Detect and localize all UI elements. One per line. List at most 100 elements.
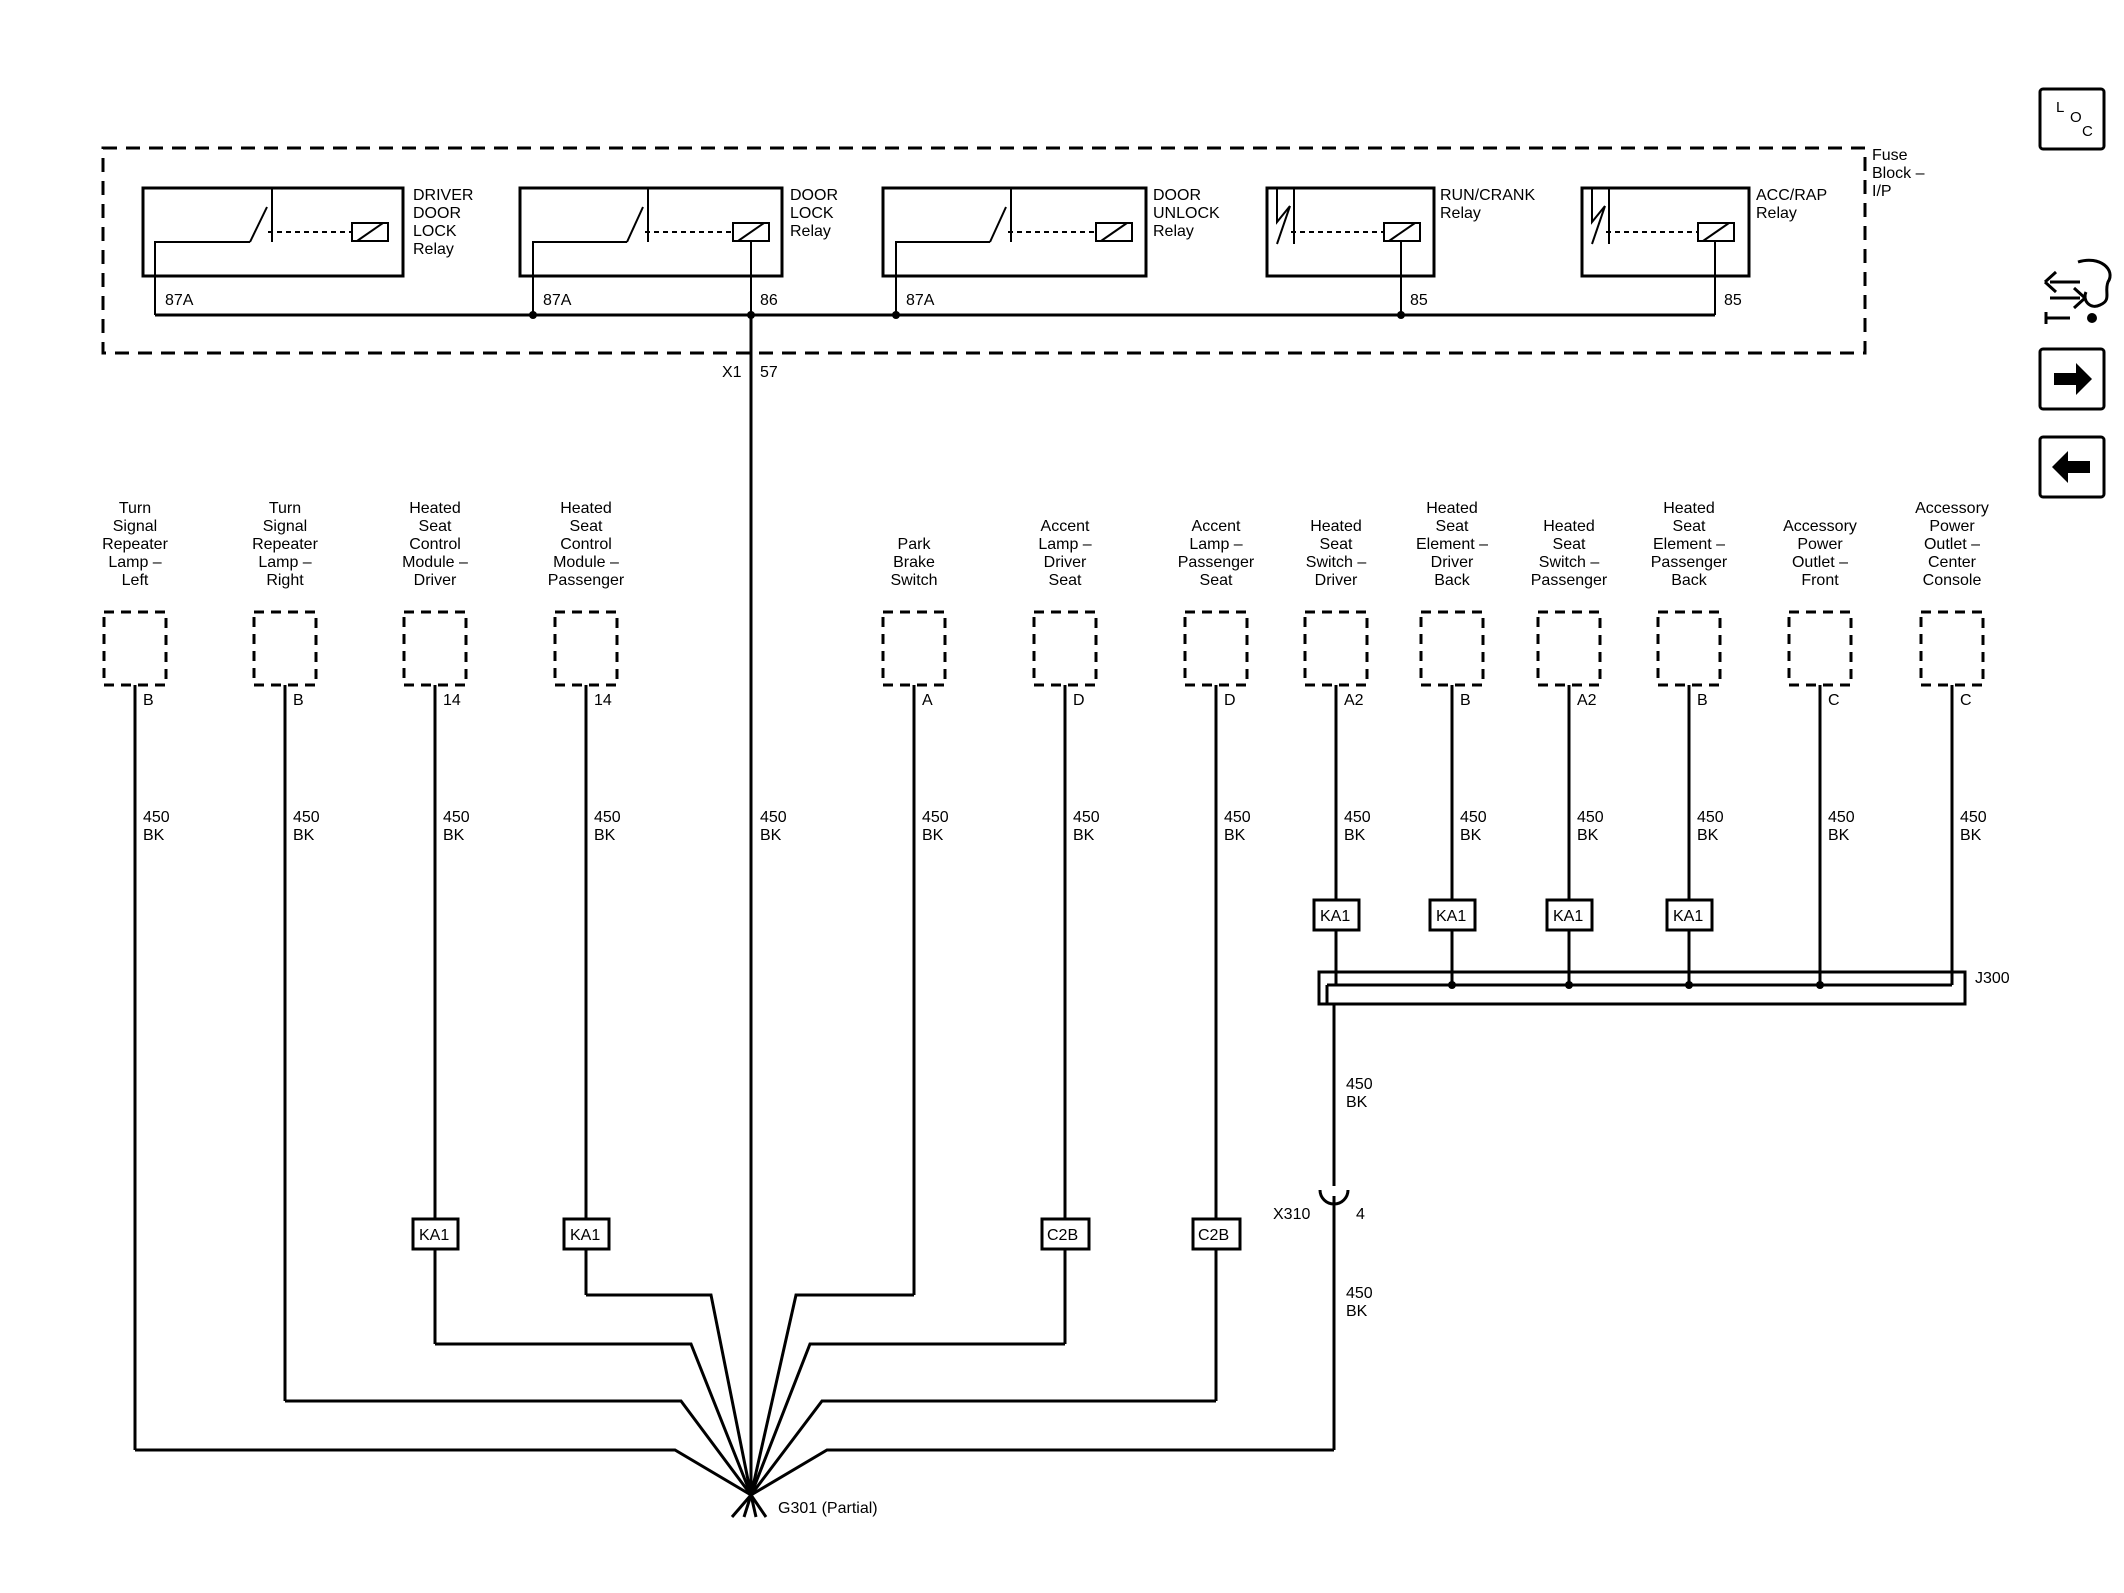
harness-tag-ka1: KA1 (1428, 898, 1477, 932)
component-name-line: Lamp – (108, 554, 161, 571)
relay-name: DOOR (1153, 187, 1201, 204)
component-pin-label: 14 (594, 692, 612, 709)
component-name-line: Park (898, 536, 932, 553)
harness-tag-c2b: C2B (1040, 1217, 1091, 1251)
wire-color: BK (143, 827, 165, 844)
component-connector-outline (1032, 610, 1098, 687)
wire-color: BK (1577, 827, 1599, 844)
component-name-line: Module – (553, 554, 619, 571)
relay-name: LOCK (413, 223, 457, 240)
next-page-icon[interactable] (2038, 347, 2106, 411)
wire-color: BK (443, 827, 465, 844)
component-name-line: Heated (409, 500, 461, 517)
relay-run-crank: RUN/CRANK Relay 85 (1265, 186, 1535, 315)
component-name-line: Front (1801, 572, 1839, 589)
component-name-line: Control (409, 536, 461, 553)
previous-page-icon[interactable] (2038, 435, 2106, 499)
component-name-line: Left (122, 572, 149, 589)
relay-name: Relay (413, 241, 454, 258)
component-locator-icon[interactable] (2043, 258, 2112, 324)
component-connector-outline (1656, 610, 1722, 687)
component-name-line: Turn (119, 500, 151, 517)
wire-color: BK (1224, 827, 1246, 844)
component-name-line: Seat (1200, 572, 1233, 589)
wire-circuit: 450 (293, 809, 320, 826)
relay-door-lock: DOOR LOCK Relay 87A 86 (518, 186, 838, 315)
wire-circuit: 450 (1224, 809, 1251, 826)
wire-circuit: 450 (1073, 809, 1100, 826)
component-name-line: Accent (1192, 518, 1241, 535)
ground-g301: G301 (Partial) (730, 1494, 878, 1518)
component-connector-outline (881, 610, 947, 687)
wire-circuit: 450 (1346, 1285, 1373, 1302)
wire-circuit: 450 (922, 809, 949, 826)
relay-pin: 85 (1724, 292, 1742, 309)
relay-pin: 85 (1410, 292, 1428, 309)
component-connector-outline (1419, 610, 1485, 687)
component-name-line: Heated (1426, 500, 1478, 517)
harness-tag-ka1: KA1 (562, 1217, 611, 1251)
component-name-line: Seat (1436, 518, 1469, 535)
harness-tag-ka1: KA1 (411, 1217, 460, 1251)
svg-text:KA1: KA1 (1320, 908, 1350, 925)
svg-text:G301 (Partial): G301 (Partial) (778, 1500, 878, 1517)
component-name-line: Center (1928, 554, 1977, 571)
component-name-line: Lamp – (1189, 536, 1242, 553)
relay-name: DOOR (413, 205, 461, 222)
relay-pin: 87A (165, 292, 194, 309)
component-name-line: Back (1434, 572, 1471, 589)
svg-text:J300: J300 (1975, 970, 2010, 987)
component-name-line: Outlet – (1924, 536, 1980, 553)
relay-name: LOCK (790, 205, 834, 222)
component-name-line: Seat (1049, 572, 1082, 589)
harness-tag-ka1: KA1 (1545, 898, 1594, 932)
svg-text:4: 4 (1356, 1206, 1365, 1223)
svg-text:C: C (2082, 123, 2093, 140)
inline-connector-x310: X310 4 (1273, 1177, 1365, 1223)
component-name-line: Driver (1431, 554, 1474, 571)
wire-circuit: 450 (1697, 809, 1724, 826)
component-connector-outline (1787, 610, 1853, 687)
relay-name: Relay (1756, 205, 1797, 222)
component-name-line: Right (266, 572, 304, 589)
fuse-block-label-1: Fuse (1872, 147, 1908, 164)
wire-color: BK (594, 827, 616, 844)
component-name-line: Seat (570, 518, 603, 535)
component-name-line: Back (1671, 572, 1708, 589)
relay-name: RUN/CRANK (1440, 187, 1535, 204)
component-pin-label: A2 (1344, 692, 1364, 709)
component-pin-label: C (1960, 692, 1972, 709)
relay-name: Relay (790, 223, 831, 240)
harness-tag-ka1: KA1 (1665, 898, 1714, 932)
wire-color: BK (760, 827, 782, 844)
component-pin-label: B (1460, 692, 1471, 709)
component-name-line: Accent (1041, 518, 1090, 535)
component-name-line: Signal (263, 518, 307, 535)
component-name-line: Seat (1553, 536, 1586, 553)
svg-text:X310: X310 (1273, 1206, 1310, 1223)
component-name-line: Power (1797, 536, 1843, 553)
wire-circuit: 450 (443, 809, 470, 826)
relay-name: Relay (1153, 223, 1194, 240)
loc-icon[interactable]: L O C (2038, 87, 2106, 151)
component-name-line: Passenger (548, 572, 625, 589)
component-name-line: Turn (269, 500, 301, 517)
wire-color: BK (1960, 827, 1982, 844)
harness-tag-ka1: KA1 (1312, 898, 1361, 932)
component-name-line: Repeater (102, 536, 168, 553)
wire-color: BK (1344, 827, 1366, 844)
right-harness (1334, 685, 1954, 985)
component-name-line: Console (1923, 572, 1982, 589)
component-name-line: Heated (1663, 500, 1715, 517)
splice-pack-j300: J300 (1317, 970, 2010, 1006)
component-name-line: Accessory (1915, 500, 1989, 517)
